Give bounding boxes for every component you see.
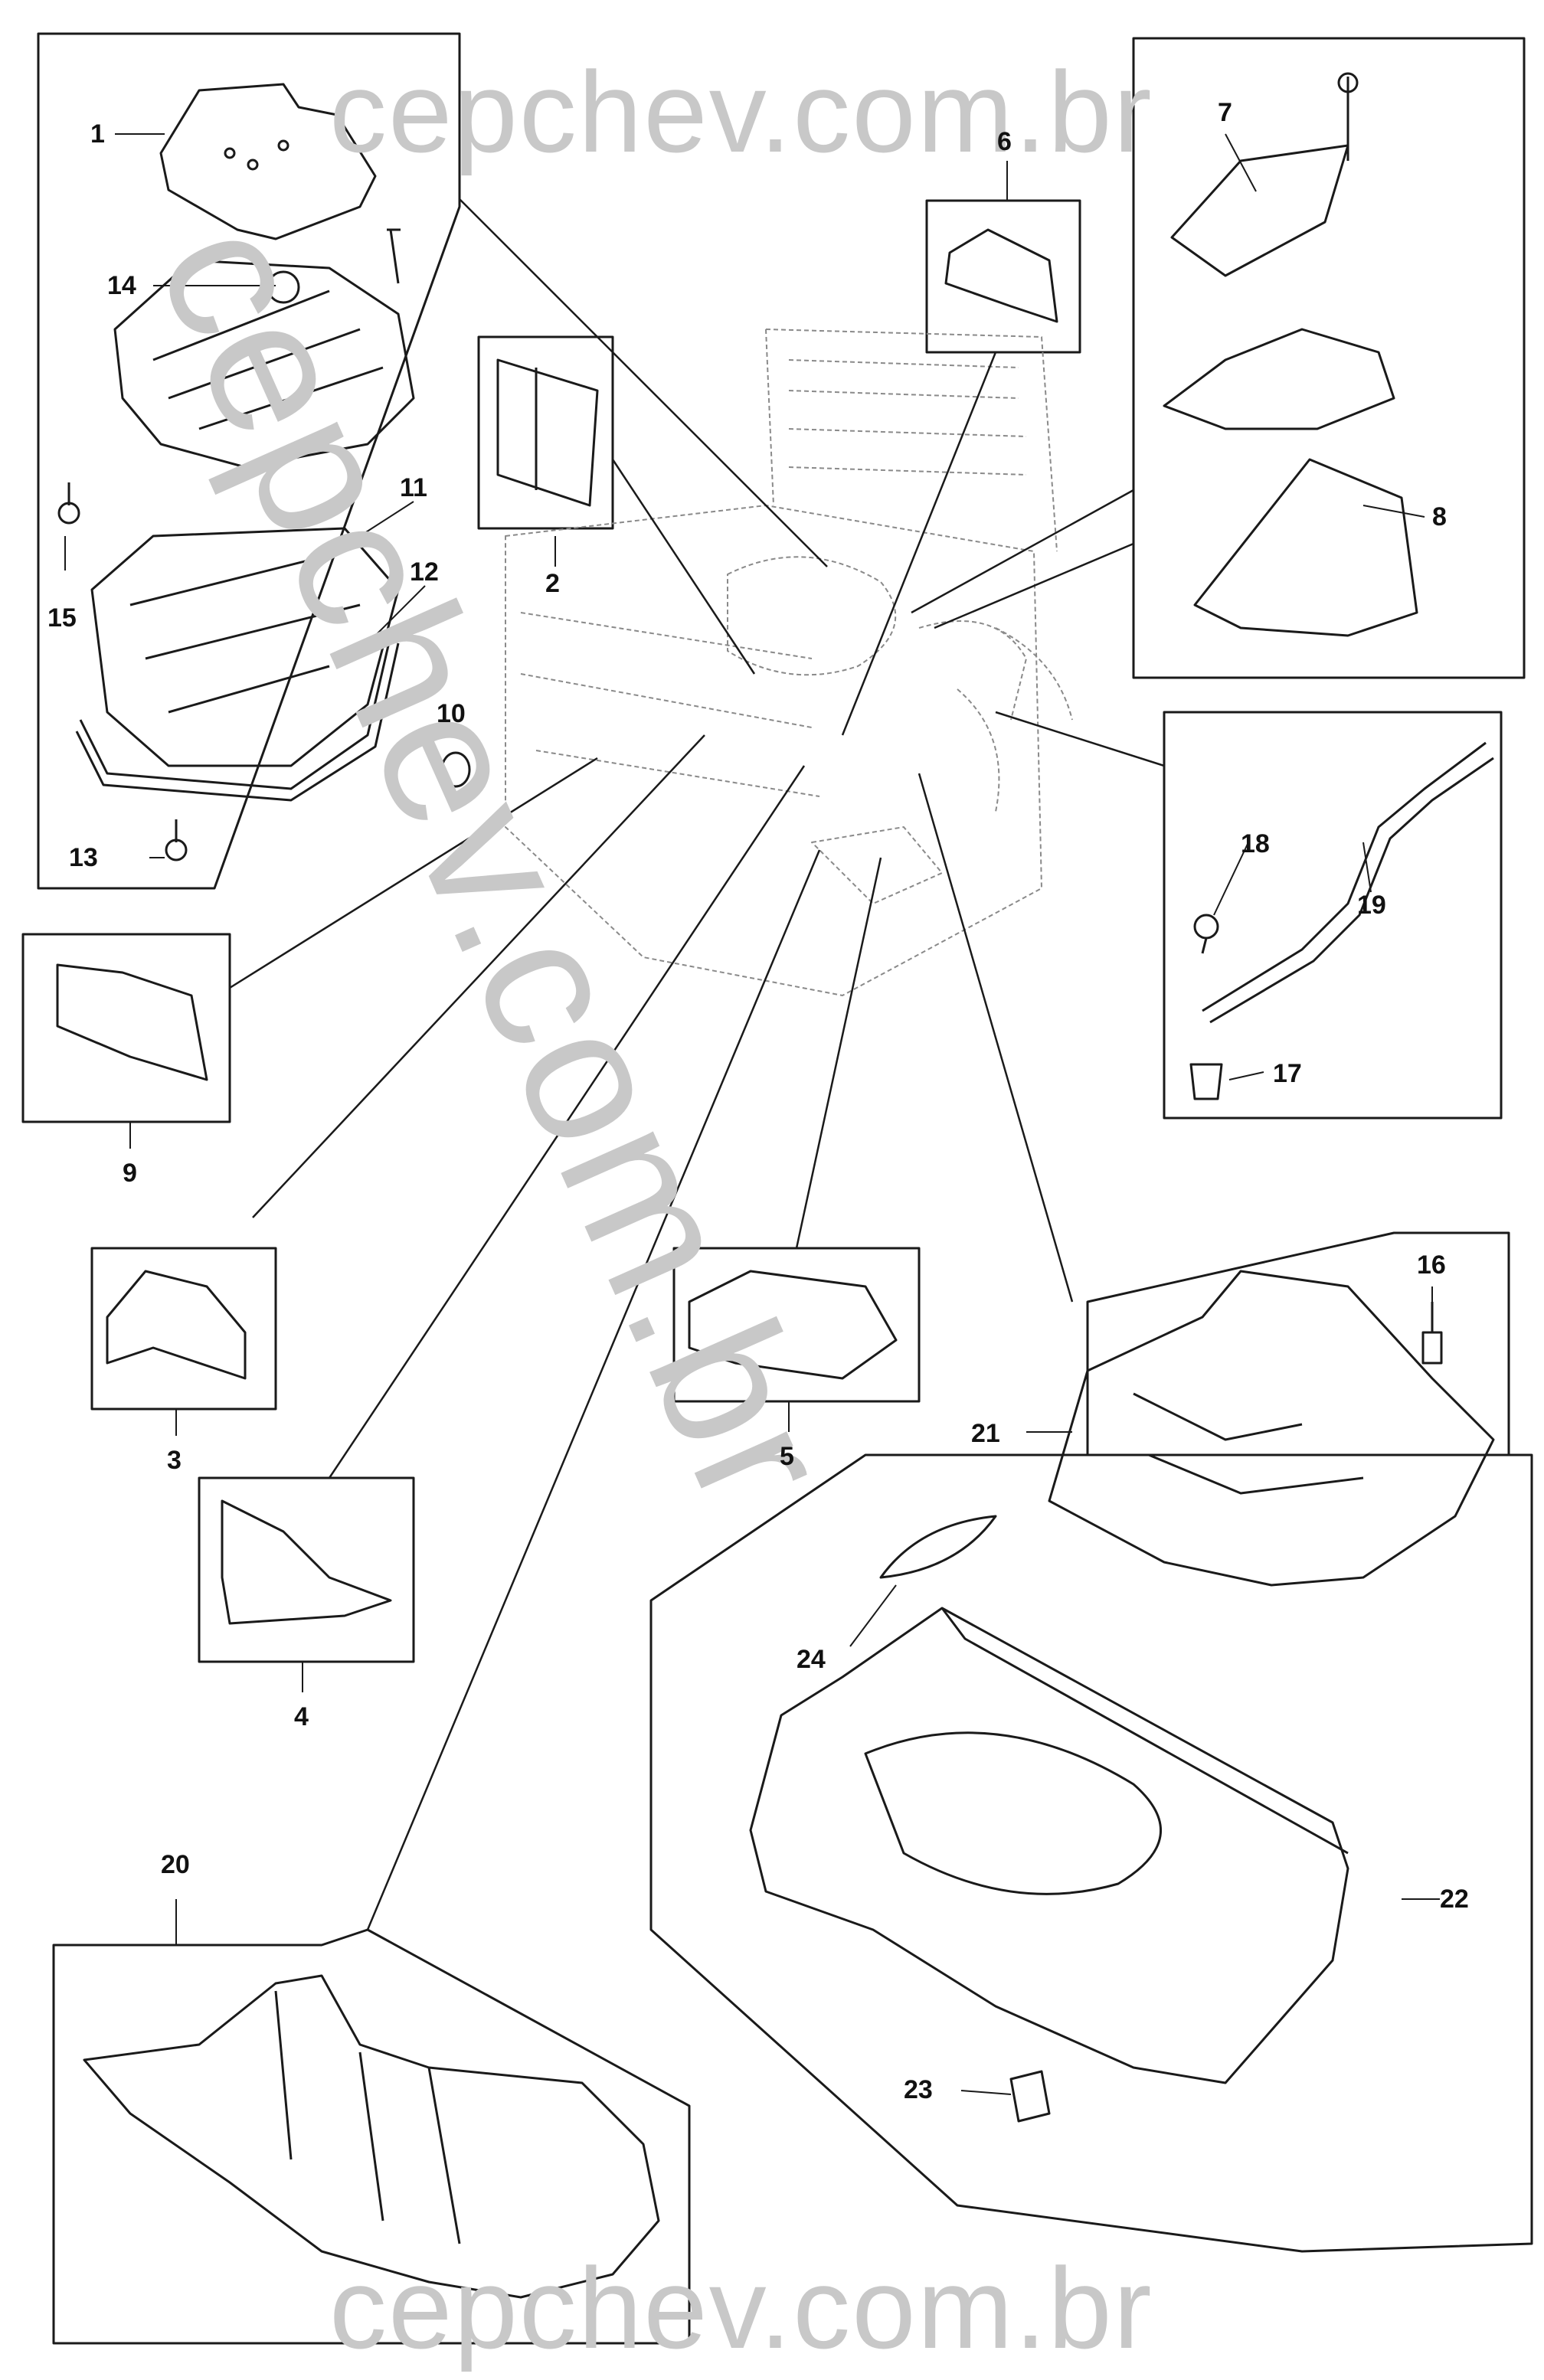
- ring-10: [440, 751, 471, 788]
- bolt-15: [57, 482, 80, 525]
- callout-15: 15: [47, 603, 77, 633]
- part-20-shape: [83, 1974, 660, 2299]
- callout-18: 18: [1241, 829, 1270, 858]
- watermark-bottom: cepchev.com.br: [329, 2244, 1153, 2372]
- callout-21: 21: [971, 1419, 1000, 1448]
- part-6-shape: [944, 228, 1058, 323]
- callout-17: 17: [1273, 1059, 1302, 1088]
- callout-5: 5: [780, 1442, 794, 1471]
- callout-13: 13: [69, 843, 98, 872]
- panel-part-5: [672, 1247, 921, 1403]
- leader-lines: [229, 198, 1165, 1930]
- part-11-tray: [90, 527, 400, 767]
- part-5-shape: [688, 1270, 898, 1380]
- bolt-13: [165, 819, 188, 861]
- car-body-ghost: [505, 329, 1073, 996]
- part-12-gasket: [75, 635, 400, 802]
- part-22-shape: [749, 1607, 1349, 2084]
- panel-top-left: [37, 32, 461, 890]
- panel-right-middle: [1163, 711, 1503, 1120]
- panel-part-21: [1086, 1231, 1510, 1456]
- panel-part-2: [477, 335, 614, 530]
- panel-top-right: [1132, 37, 1526, 679]
- bolt-16: [1421, 1302, 1443, 1365]
- part-8-shape: [1193, 458, 1418, 637]
- callout-24: 24: [797, 1645, 826, 1674]
- callout-leaders: [64, 133, 1440, 2095]
- panel-part-22: [649, 1453, 1533, 2253]
- callout-2: 2: [545, 569, 560, 598]
- callout-22: 22: [1440, 1885, 1469, 1914]
- callout-16: 16: [1417, 1250, 1446, 1280]
- callout-3: 3: [167, 1446, 182, 1475]
- callout-7: 7: [1218, 98, 1232, 127]
- callout-19: 19: [1357, 891, 1386, 920]
- panel-part-9: [21, 933, 231, 1123]
- part-23-shape: [1009, 2070, 1051, 2123]
- clip-17: [1189, 1063, 1223, 1100]
- panel-part-4: [198, 1476, 415, 1663]
- part-9-shape: [56, 963, 208, 1081]
- callout-6: 6: [997, 127, 1012, 156]
- callout-20: 20: [161, 1850, 190, 1879]
- panel-part-3: [90, 1247, 277, 1411]
- callout-14: 14: [107, 271, 136, 300]
- part-21-shape: [1048, 1270, 1495, 1587]
- callout-11: 11: [400, 473, 427, 502]
- callout-12: 12: [410, 557, 439, 587]
- part-2-shape: [496, 358, 599, 507]
- callout-23: 23: [904, 2075, 933, 2104]
- callout-8: 8: [1432, 502, 1447, 531]
- panel-part-20: [52, 1928, 691, 2345]
- part-14-assembly: [113, 228, 415, 469]
- part-7-shape: [1163, 72, 1395, 430]
- callout-4: 4: [294, 1702, 309, 1731]
- callout-9: 9: [123, 1159, 137, 1188]
- part-4-shape: [221, 1499, 392, 1625]
- part-1-shape: [159, 83, 377, 240]
- callout-1: 1: [90, 119, 105, 149]
- part-24-shape: [879, 1515, 997, 1579]
- screw-18: [1193, 914, 1219, 954]
- part-3-shape: [106, 1270, 247, 1380]
- panel-part-6: [925, 199, 1081, 354]
- watermark-top: cepchev.com.br: [329, 47, 1153, 176]
- callout-10: 10: [437, 699, 466, 728]
- part-19-rail: [1202, 741, 1494, 1024]
